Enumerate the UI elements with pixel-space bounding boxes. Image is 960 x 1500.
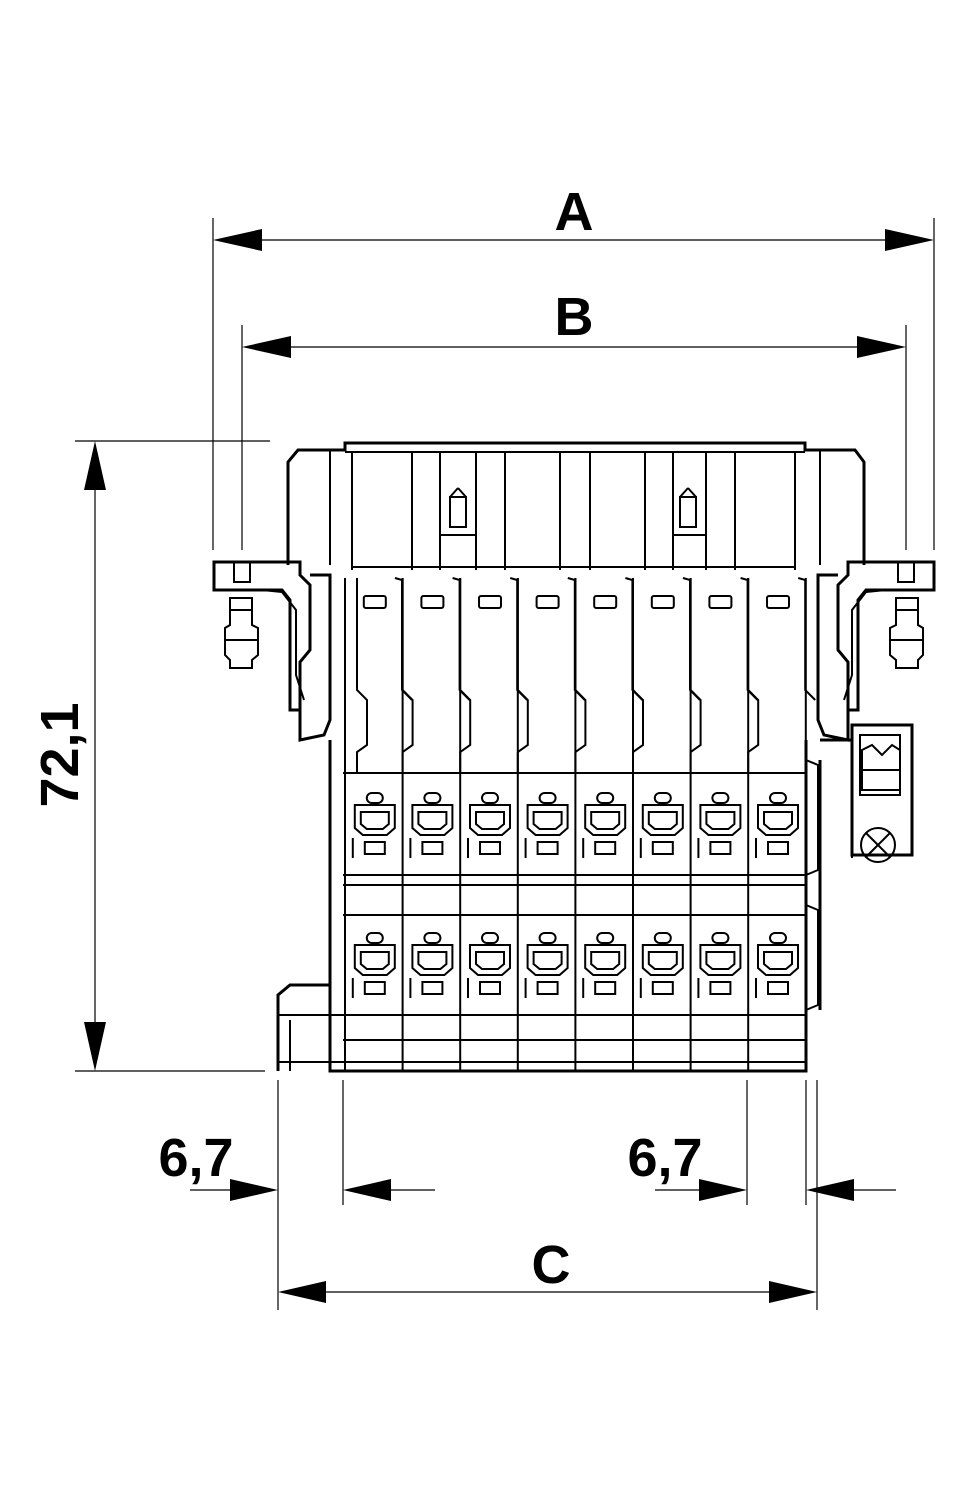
spring-terminal-lower — [351, 932, 396, 998]
coding-window — [362, 595, 387, 609]
dimension-a-label: A — [555, 182, 594, 242]
earth-clamp — [818, 723, 914, 1010]
mounting-flange-right — [816, 560, 936, 742]
spring-terminal-upper — [639, 792, 684, 858]
spring-terminal-lower — [639, 932, 684, 998]
coding-window — [535, 595, 560, 609]
spring-terminal-lower — [582, 932, 627, 998]
terminal-module — [516, 577, 586, 1071]
right-offset-label: 6,7 — [627, 1128, 702, 1188]
spring-terminal-upper — [697, 792, 742, 858]
top-housing — [286, 441, 866, 570]
dimension-b-label: B — [555, 287, 594, 347]
coding-window — [708, 595, 733, 609]
spring-terminal-upper — [351, 792, 396, 858]
dimension-height: 72,1 — [30, 440, 270, 1072]
coding-window — [593, 595, 618, 609]
spring-terminal-lower — [524, 932, 569, 998]
terminal-module — [632, 577, 701, 1071]
left-offset-label: 6,7 — [158, 1128, 233, 1188]
spring-terminal-upper — [755, 792, 799, 858]
terminal-modules — [344, 577, 816, 1071]
spring-terminal-upper — [409, 792, 454, 858]
coding-window — [420, 595, 445, 609]
connector-body — [212, 441, 936, 1073]
spring-terminal-upper — [467, 792, 511, 858]
spring-terminal-upper — [582, 792, 627, 858]
earth-screw-icon — [860, 827, 896, 863]
dimension-c-label: C — [532, 1235, 571, 1295]
spring-terminal-lower — [467, 932, 511, 998]
dimension-a: A — [212, 182, 935, 550]
spring-terminal-lower — [409, 932, 454, 998]
mounting-flange-left — [212, 560, 332, 742]
spring-terminal-lower — [755, 932, 799, 998]
spring-terminal-upper — [524, 792, 569, 858]
dimension-height-label: 72,1 — [30, 702, 90, 807]
coding-window — [766, 595, 790, 609]
dimension-b: B — [241, 287, 907, 550]
terminal-module — [401, 577, 471, 1071]
terminal-module — [747, 577, 816, 1071]
coding-window — [478, 595, 502, 609]
module-frame — [276, 740, 819, 1073]
coding-window — [650, 595, 675, 609]
dimension-offsets: 6,7 6,7 C — [158, 1080, 896, 1310]
spring-terminal-lower — [697, 932, 742, 998]
